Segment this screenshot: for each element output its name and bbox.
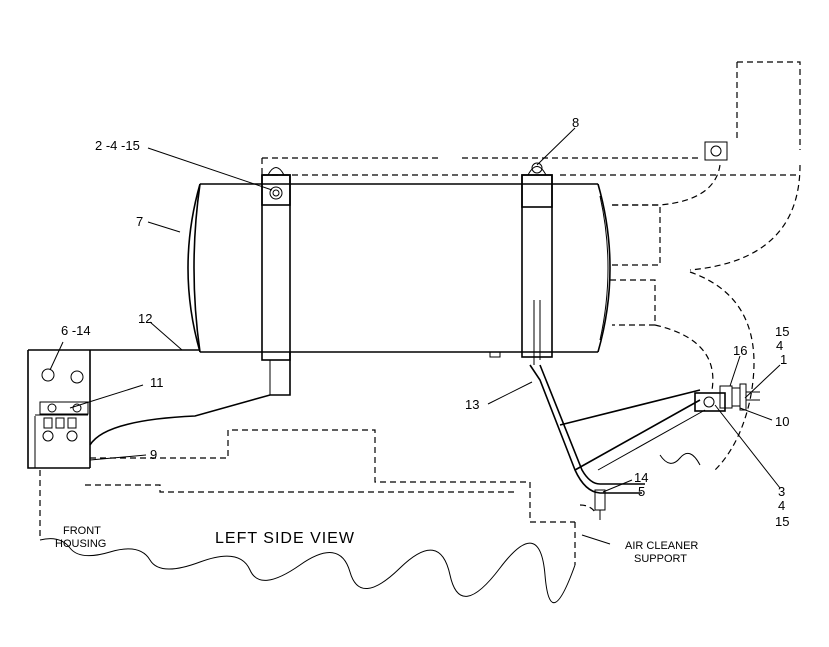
upper-frame-rails (261, 157, 800, 176)
callout-5: 5 (638, 484, 645, 499)
callout-1: 1 (780, 352, 787, 367)
callout-6-14: 6 -14 (61, 323, 91, 338)
callout-4-top: 4 (776, 338, 783, 353)
air-cleaner-label-line2: SUPPORT (634, 553, 687, 565)
callout-9: 9 (150, 447, 157, 462)
left-mount-bracket (27, 349, 291, 469)
muffler-body (187, 183, 611, 358)
lower-frame-outline (39, 429, 596, 565)
callout-15-top: 15 (775, 324, 789, 339)
callout-3-bottom: 3 (778, 484, 785, 499)
callout-4-bottom: 4 (778, 498, 785, 513)
band-clamp-left (261, 167, 291, 395)
support-rod (529, 364, 645, 520)
callout-8: 8 (572, 115, 579, 130)
front-housing-label-line2: HOUSING (55, 538, 106, 550)
callout-11: 11 (150, 375, 164, 390)
band-clamp-right (521, 162, 553, 365)
callout-14: 14 (634, 470, 648, 485)
exhaust-elbow-pipe (610, 61, 801, 471)
front-housing-label-line1: FRONT (63, 525, 101, 537)
break-lines (39, 452, 701, 604)
callout-12: 12 (138, 311, 152, 326)
callout-15-bottom: 15 (775, 514, 789, 529)
callout-13: 13 (465, 397, 479, 412)
pipe-clamp-upper-right (704, 141, 728, 161)
leader-lines (49, 127, 781, 545)
air-cleaner-label-line1: AIR CLEANER (625, 540, 698, 552)
callout-10: 10 (775, 414, 789, 429)
callout-7: 7 (136, 214, 143, 229)
callout-2-4-15: 2 -4 -15 (95, 138, 140, 153)
callout-16: 16 (733, 343, 747, 358)
brace-rods (559, 389, 706, 471)
view-title: LEFT SIDE VIEW (215, 530, 355, 547)
